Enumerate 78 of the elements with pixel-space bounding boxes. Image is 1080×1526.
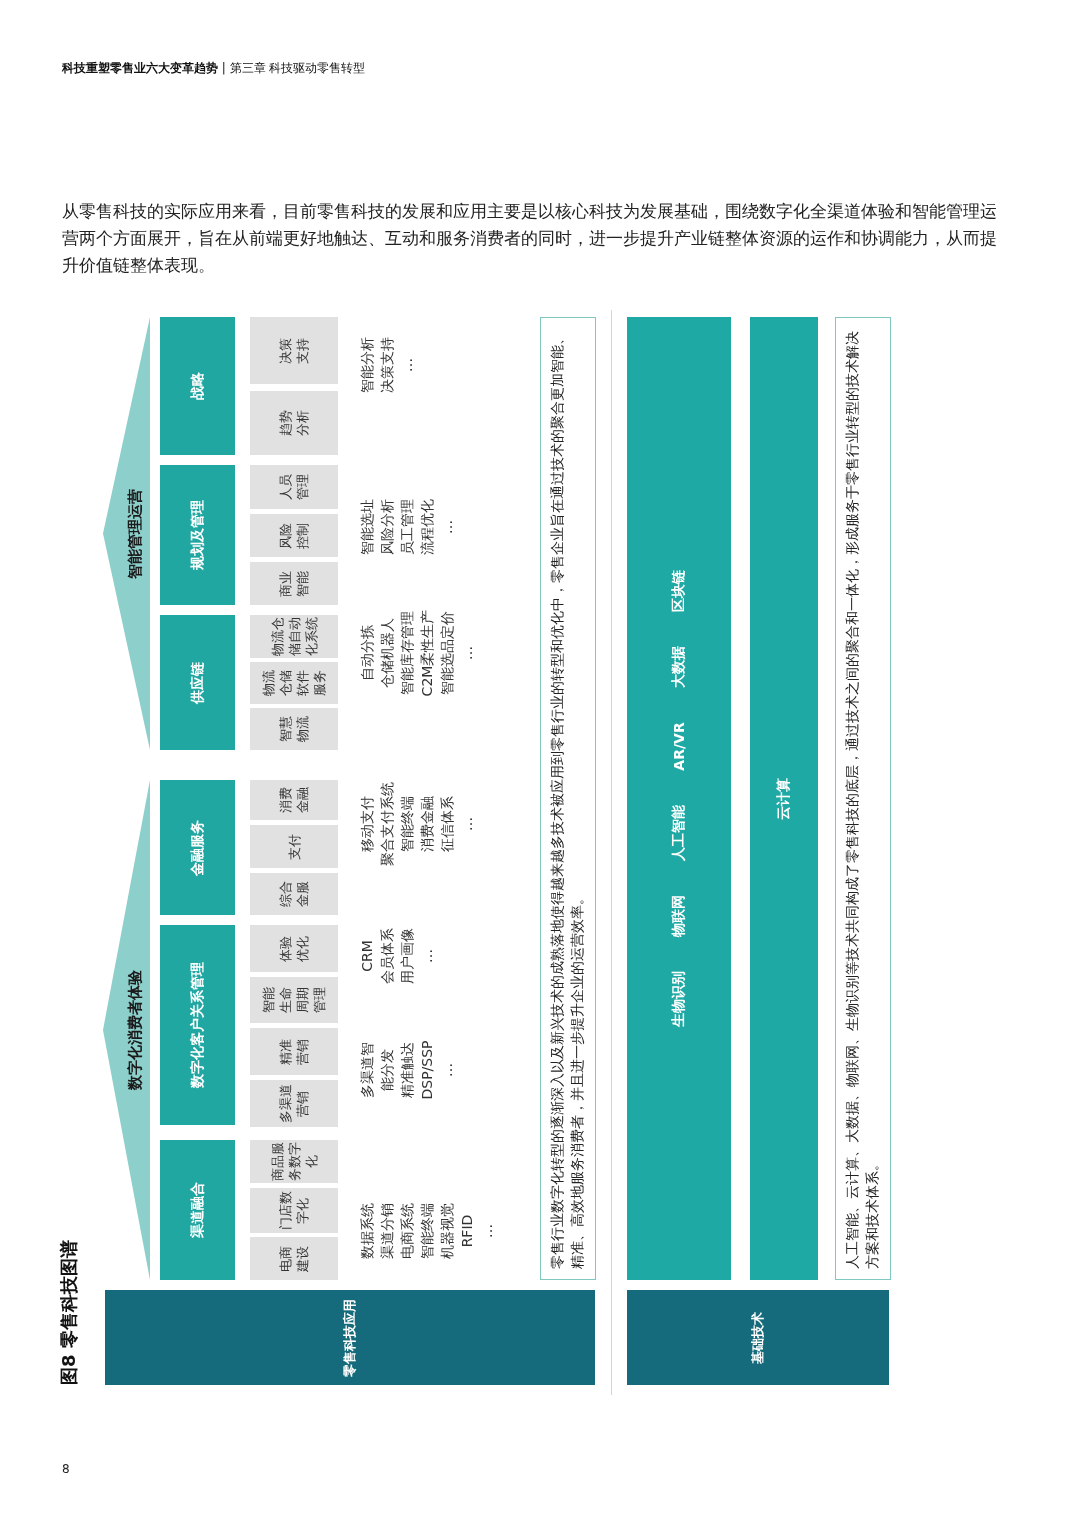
subcategory-tile: 商业智能 (250, 562, 338, 605)
subcategory-tile: 智慧物流 (250, 708, 338, 750)
category-header: 规划及管理 (160, 465, 235, 605)
application-item: … (398, 358, 416, 372)
subcategory-tile: 物流仓储自动化系统 (250, 615, 338, 658)
section-title-bar: 基础技术 (627, 1290, 889, 1385)
subcategory-tile: 消费金融 (250, 780, 338, 820)
application-item: DSP/SSP (418, 1040, 436, 1100)
application-item: 消费金融 (418, 796, 436, 852)
application-item: 智能分析 (358, 337, 376, 393)
application-item: 多渠道智能分发 (358, 1041, 396, 1100)
subcategory-tile: 商品服务数字化 (250, 1140, 338, 1183)
figure-title: 图8 零售科技图谱 (57, 1240, 80, 1385)
technology-name: 人工智能 (670, 804, 687, 861)
application-item: 决策支持 (378, 337, 396, 393)
subcategory-tile: 人员管理 (250, 465, 338, 509)
application-item: … (458, 817, 476, 831)
subcategory-tile: 趋势分析 (250, 391, 338, 455)
application-item: … (418, 949, 436, 963)
application-item: … (478, 1224, 496, 1238)
description-box: 人工智能、云计算、大数据、物联网、生物识别等技术共同构成了零售科技的底层，通过技术之间的聚合和一体化，形成服务于零售行业转型的技术解决方案和技术体系。 (835, 317, 891, 1280)
technology-name: 区块链 (670, 570, 687, 613)
category-header: 供应链 (160, 615, 235, 750)
category-header: 数字化客户关系管理 (160, 925, 235, 1125)
category-header: 战略 (160, 317, 235, 455)
application-item: … (438, 520, 456, 534)
subcategory-tile: 综合金服 (250, 873, 338, 915)
category-header: 渠道融合 (160, 1140, 235, 1280)
description-box: 零售行业数字化转型的逐渐深入以及新兴技术的成熟落地使得越来越多技术被应用到零售行业的转型和优化中，零售企业旨在通过技术的聚合更加智能、精准、高效地服务消费者，并且进一步提升企业的运营效率。 (540, 317, 596, 1280)
application-item: 自动分拣 (358, 625, 376, 681)
subcategory-tile: 电商建设 (250, 1237, 338, 1280)
application-item: 精准触达 (398, 1042, 416, 1098)
application-item: C2M柔性生产 (418, 609, 436, 697)
application-item: 仓储机器人 (378, 618, 396, 688)
application-item: 征信体系 (438, 796, 456, 852)
subcategory-tile: 物流仓储软件服务 (250, 662, 338, 704)
category-header: 金融服务 (160, 780, 235, 915)
application-item: CRM (358, 940, 376, 972)
subcategory-tile: 决策支持 (250, 317, 338, 384)
subcategory-tile: 风险控制 (250, 514, 338, 557)
application-item: 流程优化 (418, 499, 436, 555)
running-header: 科技重塑零售业六大变革趋势 | 第三章 科技驱动零售转型 (62, 60, 366, 77)
application-item: 智能选品定价 (438, 611, 456, 695)
technology-name: 物联网 (670, 894, 687, 937)
banner-label: 数字化消费者体验 (126, 970, 145, 1090)
subcategory-tile: 精准营销 (250, 1028, 338, 1075)
application-item: 智能库存管理 (398, 611, 416, 695)
application-item: 用户画像 (398, 928, 416, 984)
application-item: 智能终端 (398, 796, 416, 852)
technology-name: 生物识别 (670, 970, 687, 1027)
technology-name: 大数据 (670, 646, 687, 689)
application-item: 电商系统 (398, 1203, 416, 1259)
banner-label: 智能管理运营 (126, 488, 145, 579)
subcategory-tile: 支付 (250, 825, 338, 868)
page-number: 8 (62, 1462, 70, 1476)
subcategory-tile: 智能生命周期管理 (250, 977, 338, 1023)
application-item: 风险分析 (378, 499, 396, 555)
subcategory-tile: 门店数字化 (250, 1188, 338, 1233)
application-item: 机器视觉 (438, 1203, 456, 1259)
application-item: 数据系统 (358, 1203, 376, 1259)
subcategory-tile: 体验优化 (250, 925, 338, 972)
technology-band (627, 317, 731, 1280)
intro-paragraph: 从零售科技的实际应用来看，目前零售科技的发展和应用主要是以核心科技为发展基础，围绕数字化全渠道体验和智能管理运营两个方面展开，旨在从前端更好地触达、互动和服务消费者的同时，进一步提升产业链整体资源的运作和协调能力，从而提升价值链整体表现。 (62, 200, 998, 277)
application-item: 渠道分销 (378, 1203, 396, 1259)
technology-name: 云计算 (775, 777, 792, 820)
application-item: 智能选址 (358, 499, 376, 555)
application-item: … (438, 1063, 456, 1077)
application-item: 聚合支付系统 (378, 782, 396, 866)
section-title-bar: 零售科技应用 (105, 1290, 595, 1385)
application-item: RFID (458, 1214, 476, 1248)
application-item: 移动支付 (358, 796, 376, 852)
subcategory-tile: 多渠道营销 (250, 1080, 338, 1127)
technology-band (750, 317, 818, 1280)
application-item: 员工管理 (398, 499, 416, 555)
technology-name: AR/VR (671, 722, 687, 771)
application-item: … (458, 646, 476, 660)
application-item: 智能终端 (418, 1203, 436, 1259)
application-item: 会员体系 (378, 928, 396, 984)
